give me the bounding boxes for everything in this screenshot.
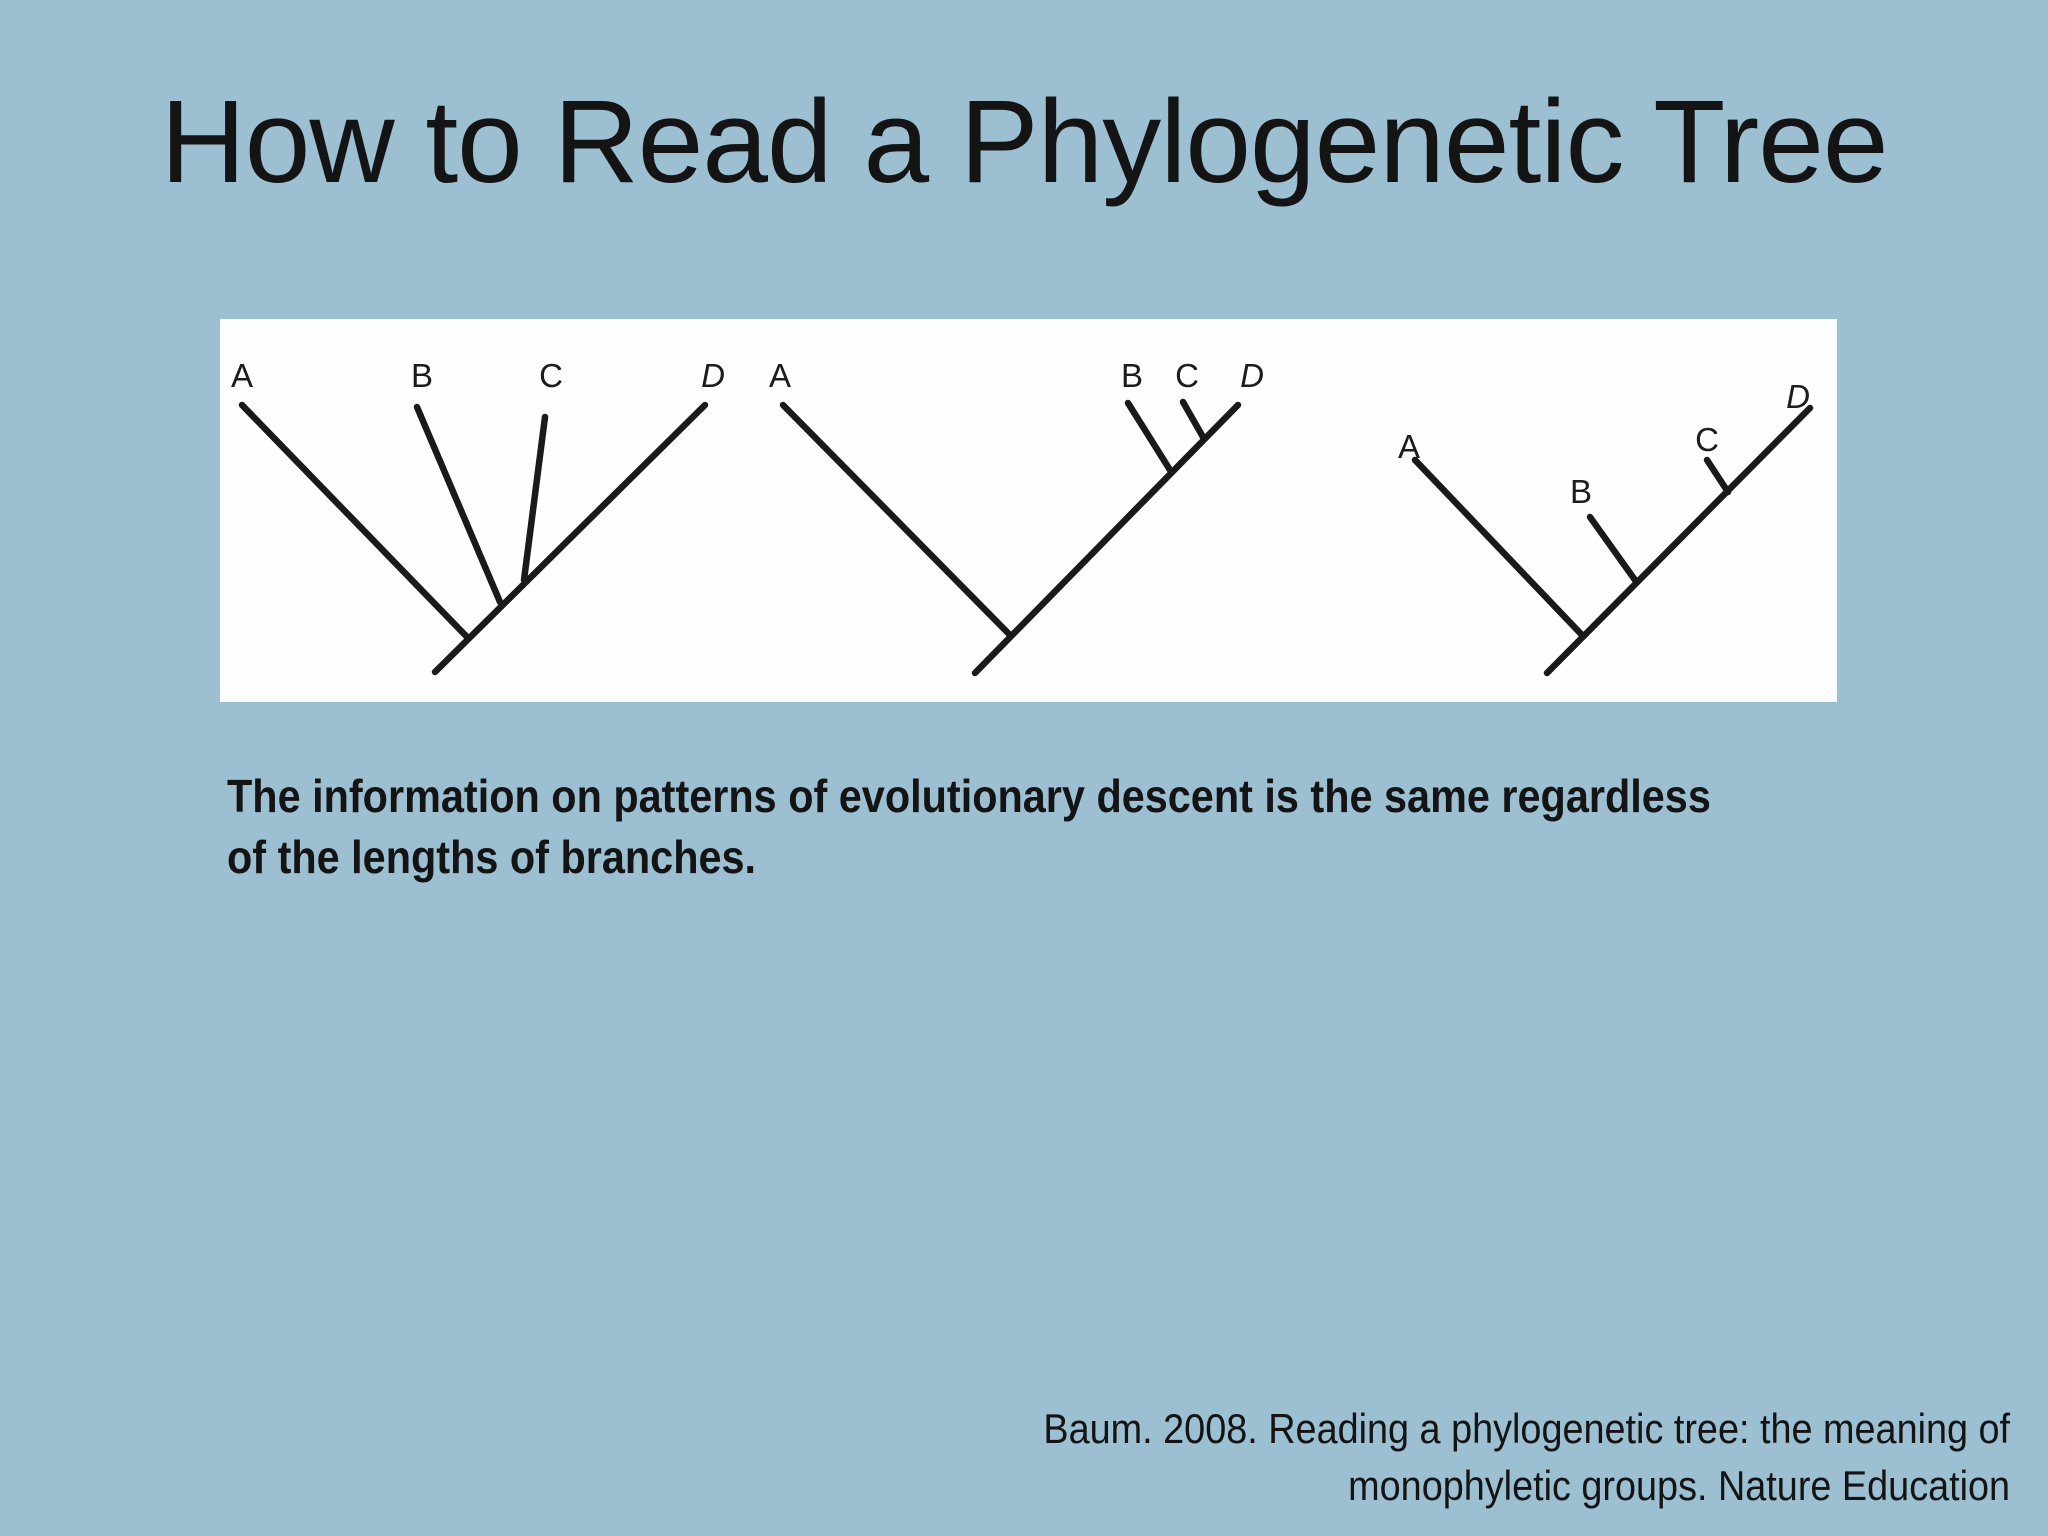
cladogram-short-branches-taxon-label-D: D: [1786, 378, 1810, 415]
cladogram-long-branches-stem-root-to-D: [431, 401, 709, 676]
cladogram-medium-branches-taxon-label-A: A: [769, 357, 791, 394]
cladogram-long-branches-taxon-label-A: A: [231, 357, 253, 394]
cladogram-medium-branches-branch-C: [1179, 398, 1207, 441]
cladogram-short-branches-stem-root-to-D: [1543, 404, 1814, 677]
cladogram-long-branches-taxon-label-B: B: [411, 357, 433, 394]
body-text-line-2: of the lengths of branches.: [227, 831, 757, 883]
cladogram-short-branches-taxon-label-C: C: [1695, 421, 1719, 458]
body-text-line-1: The information on patterns of evolution…: [227, 770, 1711, 822]
cladogram-medium-branches-taxon-label-C: C: [1175, 357, 1199, 394]
cladogram-long-branches: A B C D: [231, 357, 725, 676]
cladogram-short-branches-taxon-label-A: A: [1398, 428, 1420, 465]
cladogram-medium-branches-stem-root-to-D: [971, 401, 1242, 677]
cladogram-medium-branches-taxon-label-D: D: [1240, 357, 1264, 394]
cladogram-short-branches: A B C D: [1398, 378, 1814, 677]
cladogram-long-branches-branch-C: [520, 413, 549, 584]
citation: Baum. 2008. Reading a phylogenetic tree:…: [1043, 1400, 2010, 1514]
cladogram-long-branches-branch-A: [238, 401, 472, 642]
cladogram-short-branches-taxon-label-B: B: [1570, 473, 1592, 510]
cladogram-long-branches-taxon-label-C: C: [539, 357, 563, 394]
cladogram-short-branches-branch-A: [1411, 456, 1586, 639]
body-text: The information on patterns of evolution…: [227, 766, 1711, 888]
cladogram-long-branches-taxon-label-D: D: [701, 357, 725, 394]
cladogram-short-branches-branch-B: [1586, 513, 1639, 584]
cladogram-medium-branches-branch-B: [1124, 399, 1174, 474]
cladogram-long-branches-branch-B: [413, 403, 504, 606]
citation-line-2: monophyletic groups. Nature Education: [1348, 1462, 2010, 1509]
cladogram-short-branches-branch-C: [1703, 456, 1732, 496]
page-title: How to Read a Phylogenetic Tree: [160, 76, 1889, 208]
citation-line-1: Baum. 2008. Reading a phylogenetic tree:…: [1043, 1405, 2010, 1452]
cladogram-medium-branches-branch-A: [779, 401, 1014, 639]
cladogram-medium-branches-taxon-label-B: B: [1121, 357, 1143, 394]
